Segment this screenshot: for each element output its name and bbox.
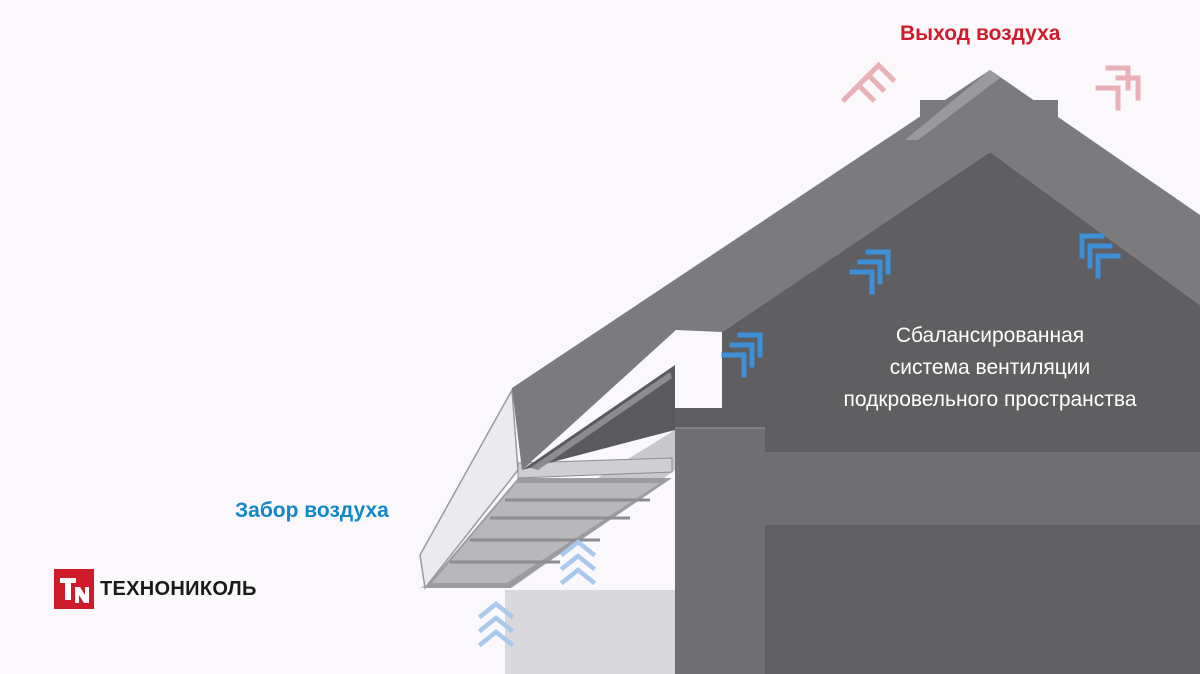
description-line: Сбалансированная [895, 324, 1085, 347]
description-line: система вентиляции [889, 356, 1091, 379]
air-outlet-label: Выход воздуха [900, 22, 1061, 45]
intake-arrows-right [563, 542, 593, 582]
ventilation-description: Сбалансированная система вентиляции подк… [810, 320, 1170, 416]
description-line: подкровельного пространства [843, 388, 1137, 411]
roof-slope [512, 70, 1200, 470]
attic-space [675, 152, 1200, 452]
air-intake-label: Забор воздуха [235, 499, 389, 522]
eave-cavity [522, 365, 675, 470]
intake-arrows-left [481, 604, 511, 644]
tn-logo-icon [54, 569, 94, 609]
outlet-arrows-right [1098, 68, 1138, 108]
perforated-soffit-panel [425, 457, 673, 588]
brand-name: ТЕХНОНИКОЛЬ [100, 577, 257, 600]
outlet-arrows-left [844, 65, 892, 113]
brand-logo: ТЕХНОНИКОЛЬ [54, 569, 257, 609]
interior-room [765, 525, 1200, 674]
exterior-wall [505, 590, 675, 674]
